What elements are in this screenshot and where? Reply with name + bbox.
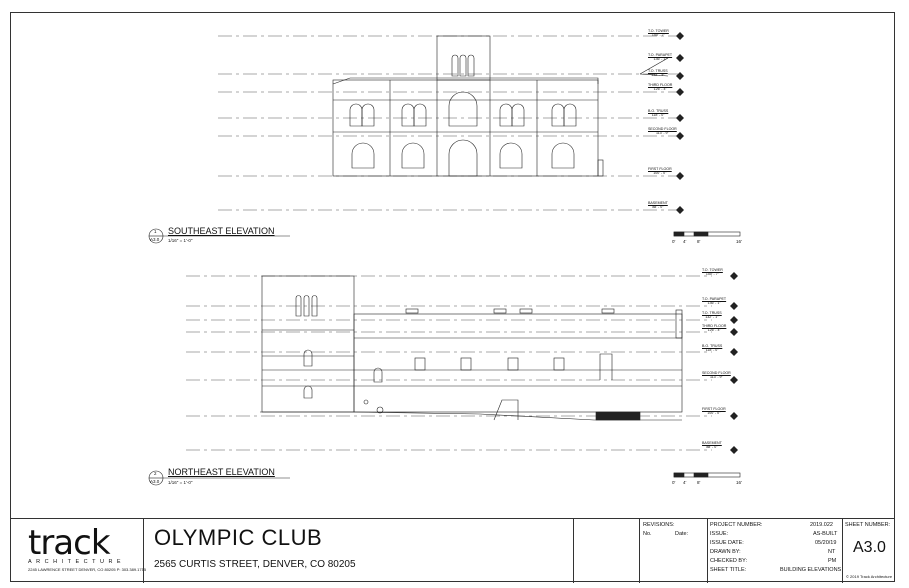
level-name: FIRST FLOOR [648,167,672,171]
view2-title: NORTHEAST ELEVATION [168,467,275,477]
level-elevation: 118' - 0" [705,348,719,352]
project-data-cell [707,519,842,583]
level-name: THIRD FLOOR [648,83,673,87]
revisions-cell [639,519,707,583]
level-elevation: 113' - 9" [655,131,669,135]
level-elevation: 132' - 1" [651,73,665,77]
level-marker-diamonds [676,32,738,454]
logo-wordmark: track [28,523,111,563]
ne-building [260,275,683,421]
drawing-sheet-border [10,12,895,582]
sheet-number: A3.0 [853,539,886,556]
level-elevation: 150' - 7" [705,272,719,276]
view2-scale: 1/16" = 1'-0" [168,480,193,485]
level-name: FIRST FLOOR [702,407,726,411]
level-elevation: 88' - 0" [706,445,718,449]
level-name: T.O. TRUSS [648,69,668,73]
level-elevation: 126' - 4" [653,87,667,91]
copyright: © 2019 Track Architecture [846,574,893,579]
view2-number: 2 [154,471,157,476]
issue-value: AS-BUILT [813,531,838,537]
level-elevation: 136' - 1" [653,57,667,61]
logo: track ARCHITECTURE 2245 LAWRENCE STREET … [28,525,148,572]
se-level-leaders [639,57,669,77]
level-name: T.O. TRUSS [702,311,722,315]
level-elevation: 118' - 0" [651,113,665,117]
level-name: T.O. TOWER [648,29,669,33]
checked-by-label: CHECKED BY: [710,558,747,564]
level-elevation: 126' - 4" [707,328,721,332]
level-name: T.O. TOWER [702,268,723,272]
project-info-cell [143,519,573,583]
project-number-value: 2019.022 [810,522,833,528]
sheet-number-cell [842,519,895,583]
se-level-lines [218,35,678,211]
drawn-by-value: NT [828,549,836,555]
level-name: B.O. TRUSS [648,109,669,113]
logo-subtitle: ARCHITECTURE [28,559,126,565]
revisions-no-label: No. [643,531,652,537]
firm-address: 2245 LAWRENCE STREET DENVER, CO 80205 P:… [28,567,147,572]
issue-label: ISSUE: [710,531,729,537]
project-name: OLYMPIC CLUB [154,525,323,550]
view2-sheet: A3.0 [150,479,160,484]
title-block: track ARCHITECTURE 2245 LAWRENCE STREET … [10,518,895,583]
revisions-label: REVISIONS: [643,522,675,528]
drawn-by-label: DRAWN BY: [710,549,741,555]
level-elevation: 150' - 7" [651,33,665,37]
view1-number: 1 [154,229,157,234]
issue-date-value: 05/20/19 [815,540,837,546]
level-elevation: 100' - 0" [707,411,721,415]
issue-date-label: ISSUE DATE: [710,540,744,546]
scale-bar-bottom [673,472,741,478]
blank-cell [573,519,639,583]
scale-bar-top [673,231,741,237]
project-number-label: PROJECT NUMBER: [710,522,763,528]
sheet-title-value: BUILDING ELEVATIONS [780,567,842,573]
level-elevation: 88' - 0" [652,205,664,209]
level-name: T.O. PARAPET [648,53,673,57]
level-name: BASEMENT [648,201,668,205]
view1-scale: 1/16" = 1'-0" [168,238,193,243]
se-building [332,35,604,177]
project-address: 2565 CURTIS STREET, DENVER, CO 80205 [154,559,356,570]
sheet-title-label: SHEET TITLE: [710,567,747,573]
level-elevation: 113' - 9" [709,375,723,379]
view1-sheet: A3.0 [150,237,160,242]
level-elevation: 100' - 0" [653,171,667,175]
checked-by-value: PM [828,558,837,564]
view-labels-graphics [148,228,290,486]
level-name: THIRD FLOOR [702,324,727,328]
level-elevation: 132' - 1" [705,315,719,319]
level-name: B.O. TRUSS [702,344,723,348]
sheet-number-label: SHEET NUMBER: [845,522,891,528]
revisions-date-label: Date: [675,531,689,537]
level-name: SECOND FLOOR [702,371,731,375]
view1-title: SOUTHEAST ELEVATION [168,226,275,236]
level-name: BASEMENT [702,441,722,445]
level-name: T.O. PARAPET [702,297,727,301]
ne-level-lines [186,275,712,451]
level-name: SECOND FLOOR [648,127,677,131]
level-elevation: 136' - 1" [707,301,721,305]
